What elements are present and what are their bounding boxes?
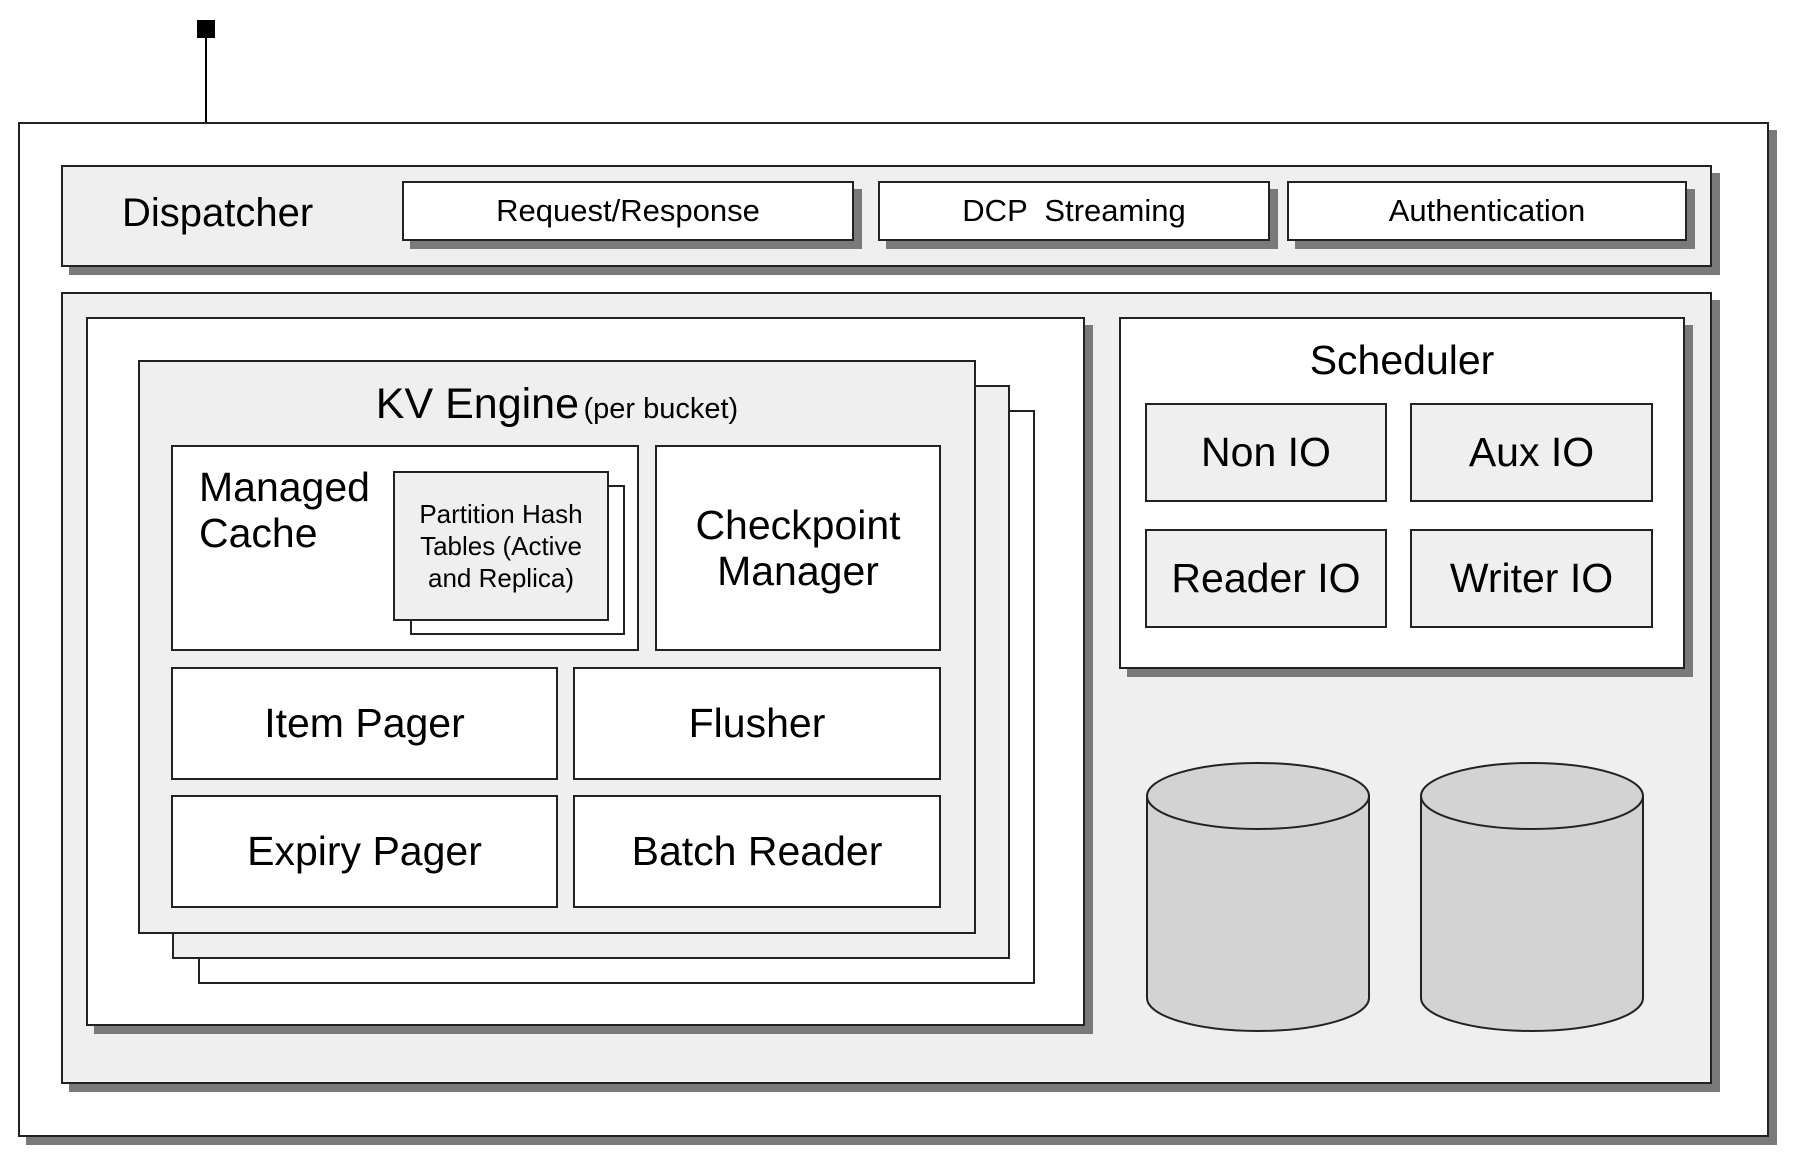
batch-reader-label: Batch Reader xyxy=(631,828,883,874)
kv-engine-title-text: KV Engine xyxy=(375,380,579,428)
writer-io-label: Writer IO xyxy=(1449,555,1614,601)
partition-hash-tables-box: Partition Hash Tables (Active and Replic… xyxy=(393,471,609,621)
request-response-box: Request/Response xyxy=(402,181,854,241)
flusher-label: Flusher xyxy=(688,700,826,746)
kv-engine-subtitle-text: (per bucket) xyxy=(583,393,739,425)
expiry-pager-box: Expiry Pager xyxy=(171,795,558,908)
managed-cache-title-line1: Managed xyxy=(199,464,370,510)
entry-point-marker xyxy=(197,20,215,38)
request-response-label: Request/Response xyxy=(496,193,760,228)
kv-engine-title: KV Engine (per bucket) xyxy=(140,380,974,429)
dcp-streaming-box: DCP Streaming xyxy=(878,181,1270,241)
aux-io-thread-box: Aux IO xyxy=(1410,403,1653,502)
partition-tables-line1: Partition Hash xyxy=(419,499,583,529)
dispatcher-title: Dispatcher xyxy=(122,191,314,235)
scheduler-title: Scheduler xyxy=(1309,337,1495,383)
partition-tables-line3: and Replica) xyxy=(428,563,574,593)
reader-io-thread-box: Reader IO xyxy=(1145,529,1387,628)
database-cylinder-icon xyxy=(1146,762,1370,1032)
writer-io-thread-box: Writer IO xyxy=(1410,529,1653,628)
expiry-pager-label: Expiry Pager xyxy=(247,828,482,874)
aux-io-label: Aux IO xyxy=(1468,429,1595,475)
authentication-box: Authentication xyxy=(1287,181,1687,241)
checkpoint-manager-line1: Checkpoint xyxy=(695,502,901,548)
checkpoint-manager-box: Checkpoint Manager xyxy=(655,445,941,651)
database-cylinder-icon xyxy=(1420,762,1644,1032)
managed-cache-title-line2: Cache xyxy=(199,510,318,556)
partition-tables-line2: Tables (Active xyxy=(420,531,582,561)
dcp-streaming-label: DCP Streaming xyxy=(962,193,1186,228)
batch-reader-box: Batch Reader xyxy=(573,795,941,908)
item-pager-label: Item Pager xyxy=(264,700,465,746)
reader-io-label: Reader IO xyxy=(1171,555,1361,601)
authentication-label: Authentication xyxy=(1388,193,1586,228)
non-io-label: Non IO xyxy=(1201,429,1331,475)
item-pager-box: Item Pager xyxy=(171,667,558,780)
non-io-thread-box: Non IO xyxy=(1145,403,1387,502)
flusher-box: Flusher xyxy=(573,667,941,780)
checkpoint-manager-line2: Manager xyxy=(717,548,879,594)
managed-cache-title: Managed Cache xyxy=(199,464,370,556)
